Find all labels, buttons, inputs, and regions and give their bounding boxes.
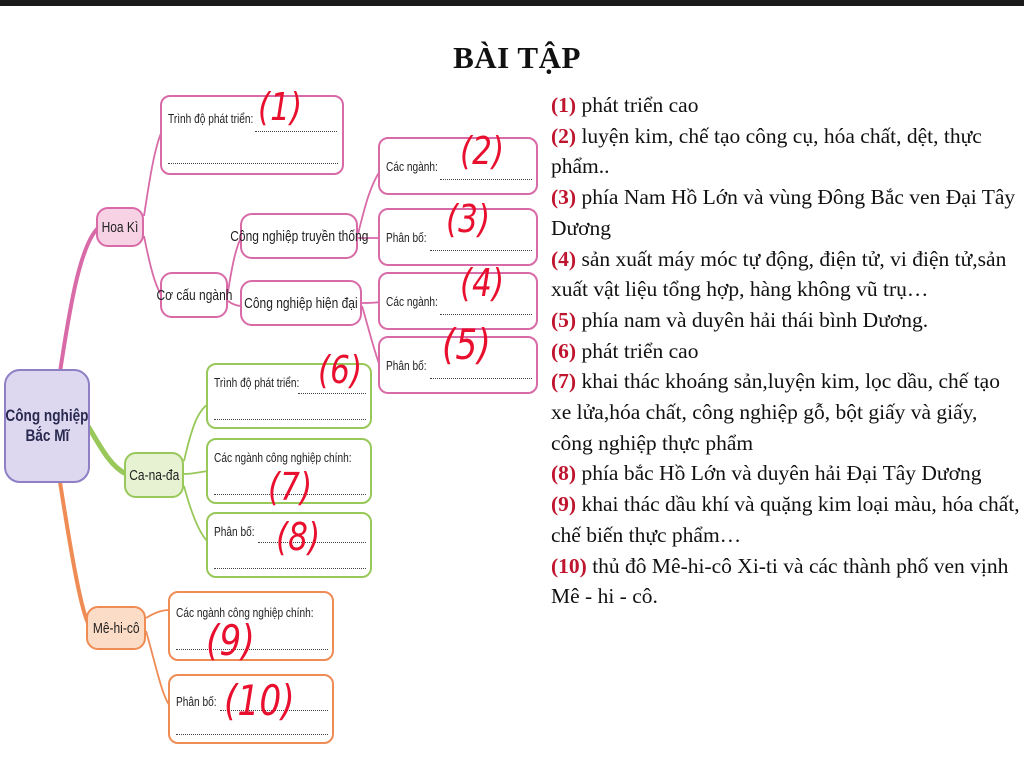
phan-bo-2-label: Phân bố: [386,358,427,373]
hien-dai-node: Công nghiệp hiện đại [240,280,362,326]
handwritten-10: (10) [224,676,295,725]
hoa-ki-label: Hoa Kì [101,218,139,236]
answer-item: (1) phát triển cao [551,93,699,117]
answer-item: (3) phía Nam Hồ Lớn và vùng Đông Bắc ven… [551,185,1016,240]
root-label-line2: Bắc Mĩ [25,426,69,445]
hoa-ki-phan-bo-2-box: Phân bố: [378,336,538,394]
truyen-thong-label: Công nghiệp truyền thống [229,227,369,245]
hoa-ki-trinh-do-box: Trình độ phát triển: [160,95,344,175]
root-node: Công nghiệp Bắc Mĩ [4,369,90,483]
canada-node: Ca-na-đa [124,452,184,498]
phan-bo-1-label: Phân bố: [386,230,427,245]
answer-item: (2) luyện kim, chế tạo công cụ, hóa chất… [551,123,982,179]
canada-phan-bo-box: Phân bố: [206,512,372,578]
handwritten-5: (5) [442,320,491,369]
canada-trinh-do-box: Trình độ phát triển: [206,363,372,429]
hoa-ki-trinh-do-label: Trình độ phát triển: [168,111,254,126]
canada-cac-nganh-label: Các ngành công nghiệp chính: [214,450,352,465]
handwritten-9: (9) [206,616,255,665]
hoa-ki-cac-nganh-2-box: Các ngành: [378,272,538,330]
handwritten-6: (6) [318,348,363,392]
canada-phan-bo-label: Phân bố: [214,524,255,539]
hoa-ki-node: Hoa Kì [96,207,144,247]
mexico-phan-bo-box: Phân bố: [168,674,334,744]
cac-nganh-1-label: Các ngành: [386,159,438,174]
page-title: BÀI TẬP [453,40,581,75]
handwritten-1: (1) [258,85,303,129]
hoa-ki-co-cau-label: Cơ cấu ngành [156,286,232,304]
answer-item: (6) phát triển cao [551,338,699,363]
canada-trinh-do-label: Trình độ phát triển: [214,375,300,390]
answer-item: (5) phía nam và duyên hải thái bình Dươn… [551,307,929,332]
canada-cac-nganh-box: Các ngành công nghiệp chính: [206,438,372,504]
mexico-phan-bo-label: Phân bố: [176,694,217,709]
handwritten-8: (8) [276,515,321,559]
hoa-ki-phan-bo-1-box: Phân bố: [378,208,538,266]
truyen-thong-node: Công nghiệp truyền thống [230,213,368,259]
hien-dai-label: Công nghiệp hiện đại [244,294,358,312]
answer-item: (8) phía bắc Hồ Lớn và duyên hải Đại Tây… [551,461,982,486]
mexico-cac-nganh-box: Các ngành công nghiệp chính: [168,591,334,661]
mexico-node: Mê-hi-cô [86,606,146,650]
answer-item: (4) sản xuất máy móc tự động, điện tử, v… [551,246,1007,302]
root-label-line1: Công nghiệp [5,406,89,425]
handwritten-7: (7) [268,465,313,509]
handwritten-2: (2) [460,129,505,173]
answer-item: (7) khai thác khoáng sản,luyện kim, lọc … [551,369,1000,455]
mexico-label: Mê-hi-cô [92,619,140,637]
handwritten-3: (3) [446,197,491,241]
answer-item: (9) khai thác dầu khí và quặng kim loại … [551,492,1020,547]
answer-list: (1) phát triển cao (2) luyện kim, chế tạ… [551,90,1021,612]
mexico-cac-nganh-label: Các ngành công nghiệp chính: [176,605,314,620]
hoa-ki-cac-nganh-1-box: Các ngành: [378,137,538,195]
hoa-ki-co-cau-node: Cơ cấu ngành [156,272,232,318]
handwritten-4: (4) [460,261,505,305]
canada-label: Ca-na-đa [128,466,180,484]
answer-item: (10) thủ đô Mê-hi-cô Xi-ti và các thành … [551,553,1009,609]
worksheet: BÀI TẬP Công nghiệp Bắc Mĩ Hoa Kì Trình [0,6,1024,774]
cac-nganh-2-label: Các ngành: [386,294,438,309]
